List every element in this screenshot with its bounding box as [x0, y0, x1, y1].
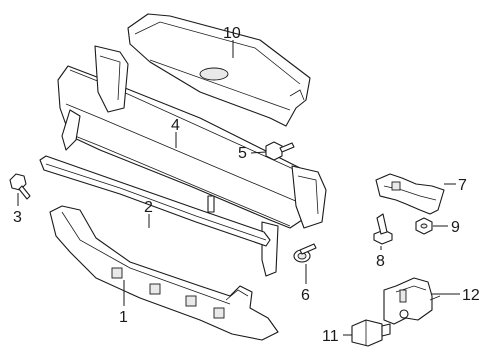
callout-9: 9: [451, 219, 460, 236]
callout-3: 3: [13, 209, 22, 226]
callout-10: 10: [223, 25, 241, 42]
part-3-bolt: [9, 173, 31, 200]
part-10-upper-cover: [127, 13, 311, 127]
callout-7: 7: [458, 177, 467, 194]
part-5-bolt: [265, 141, 295, 161]
part-6-clip: [293, 243, 317, 263]
part-11-connector: [351, 319, 391, 347]
callout-6: 6: [301, 287, 310, 304]
leader-lines: [17, 40, 460, 336]
part-12-sensor-bracket: [383, 277, 441, 325]
part-2-reinforcement-bar: [39, 155, 271, 247]
part-1-lower-absorber: [49, 205, 279, 341]
part-8-bolt: [373, 213, 393, 245]
part-4-support-carrier: [57, 45, 327, 277]
callout-2: 2: [144, 199, 153, 216]
callout-1: 1: [119, 309, 128, 326]
part-9-nut: [415, 217, 433, 235]
callout-4: 4: [171, 117, 180, 134]
callout-labels: 10 4 5 2 3 1 6 7 8 9 12 11: [13, 25, 480, 345]
leader-5: [250, 151, 267, 154]
callout-5: 5: [238, 145, 247, 162]
part-7-bracket: [375, 173, 445, 215]
callout-12: 12: [462, 287, 480, 304]
callout-8: 8: [376, 253, 385, 270]
callout-11: 11: [322, 328, 339, 345]
